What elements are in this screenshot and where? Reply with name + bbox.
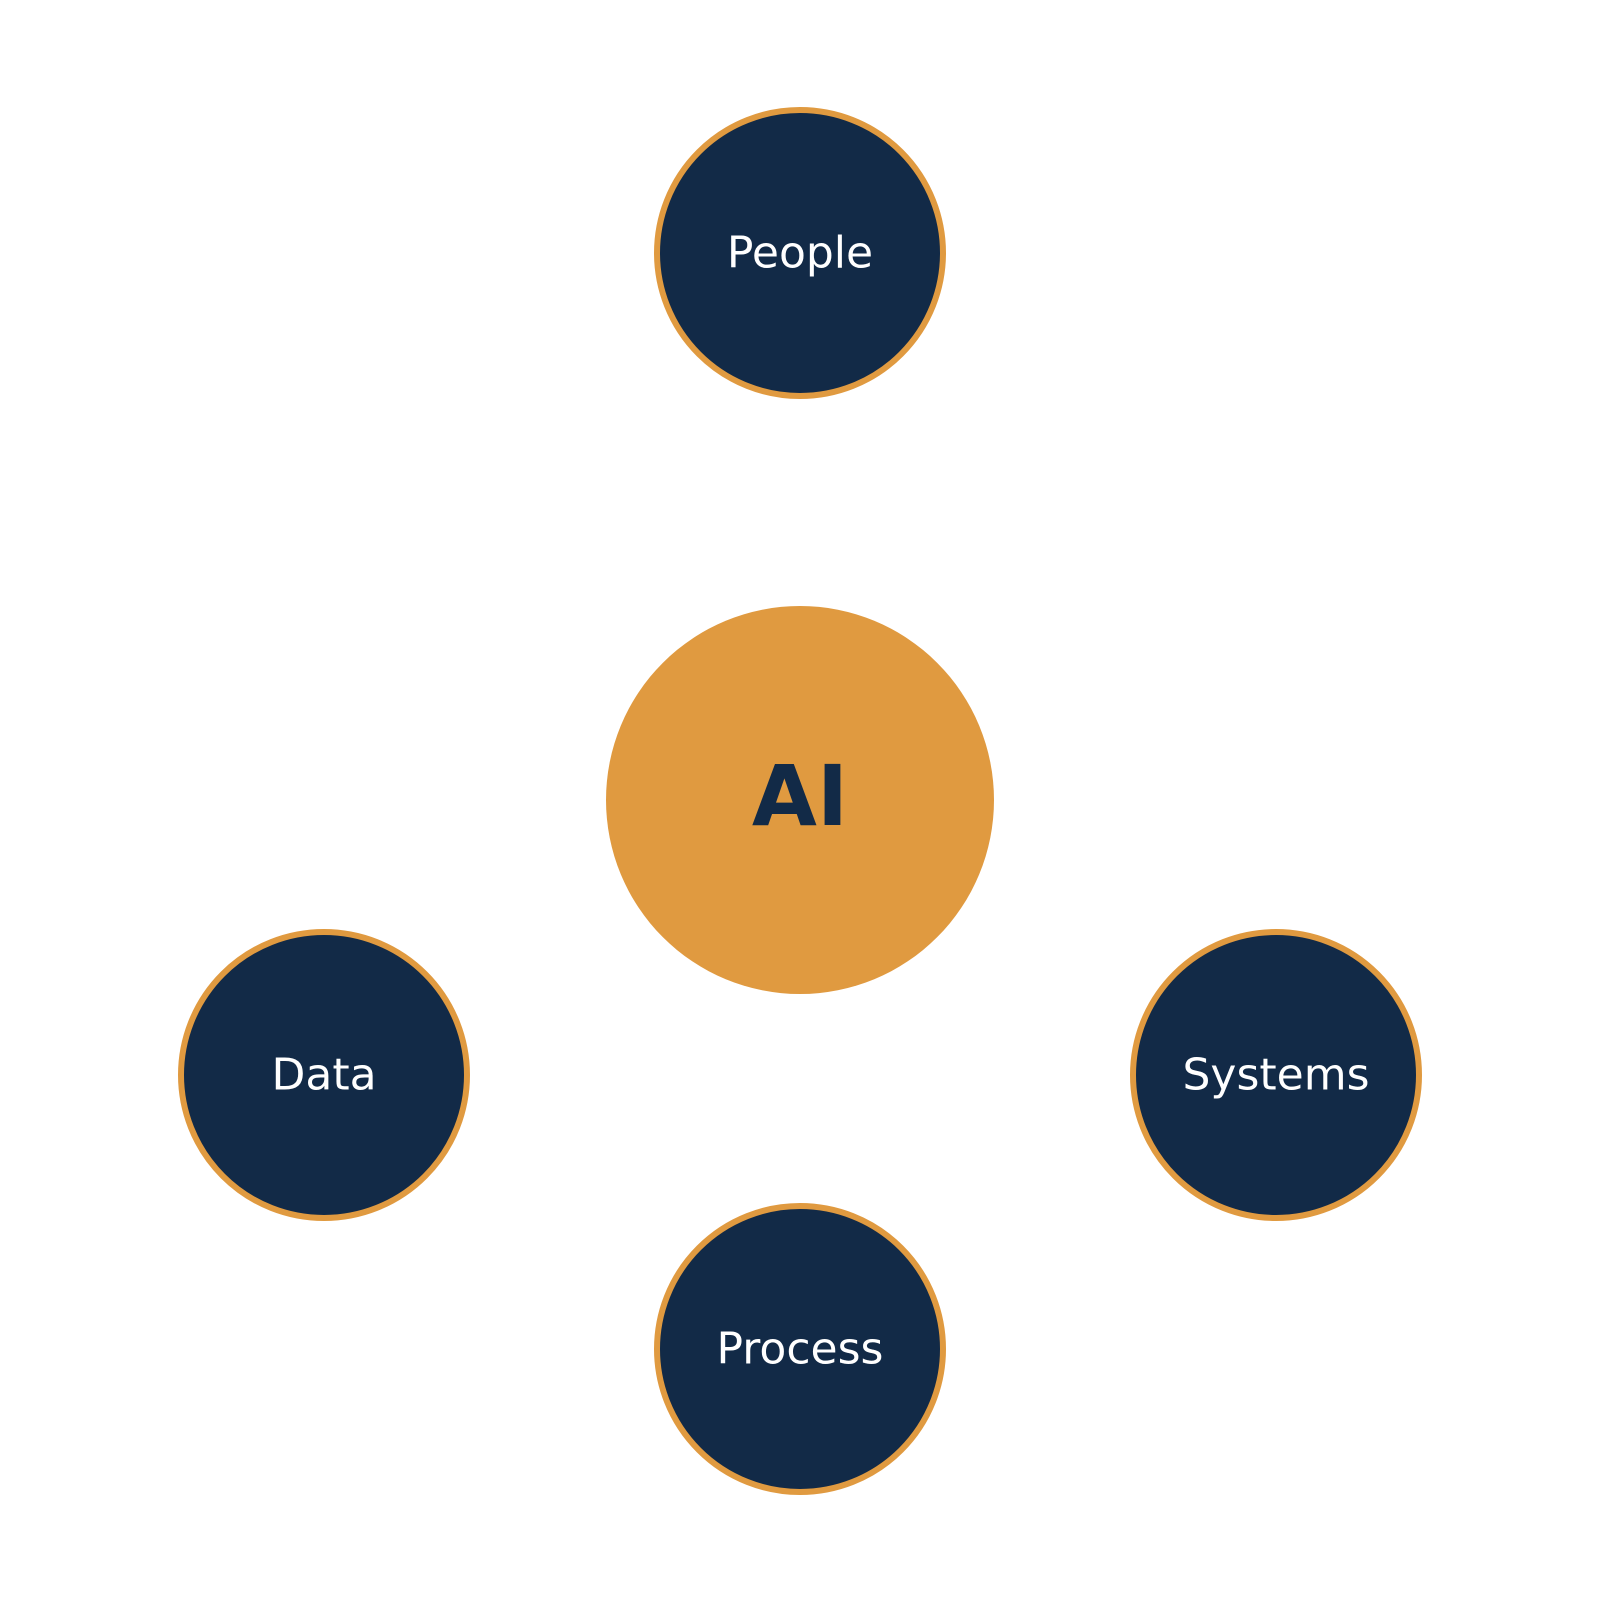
node-systems-circle bbox=[1130, 929, 1422, 1221]
node-process: Process bbox=[654, 1203, 946, 1495]
node-people-label: People bbox=[727, 228, 873, 279]
hub-label: AI bbox=[752, 747, 848, 845]
hub-node-ai: AI bbox=[606, 606, 994, 994]
node-people: People bbox=[654, 107, 946, 399]
node-systems: Systems bbox=[1130, 929, 1422, 1221]
node-process-circle bbox=[654, 1203, 946, 1495]
node-data: Data bbox=[178, 929, 470, 1221]
node-process-label: Process bbox=[717, 1324, 884, 1375]
hub-circle bbox=[606, 606, 994, 994]
node-people-circle bbox=[654, 107, 946, 399]
node-systems-label: Systems bbox=[1183, 1050, 1370, 1101]
node-data-circle bbox=[178, 929, 470, 1221]
node-data-label: Data bbox=[271, 1050, 376, 1101]
